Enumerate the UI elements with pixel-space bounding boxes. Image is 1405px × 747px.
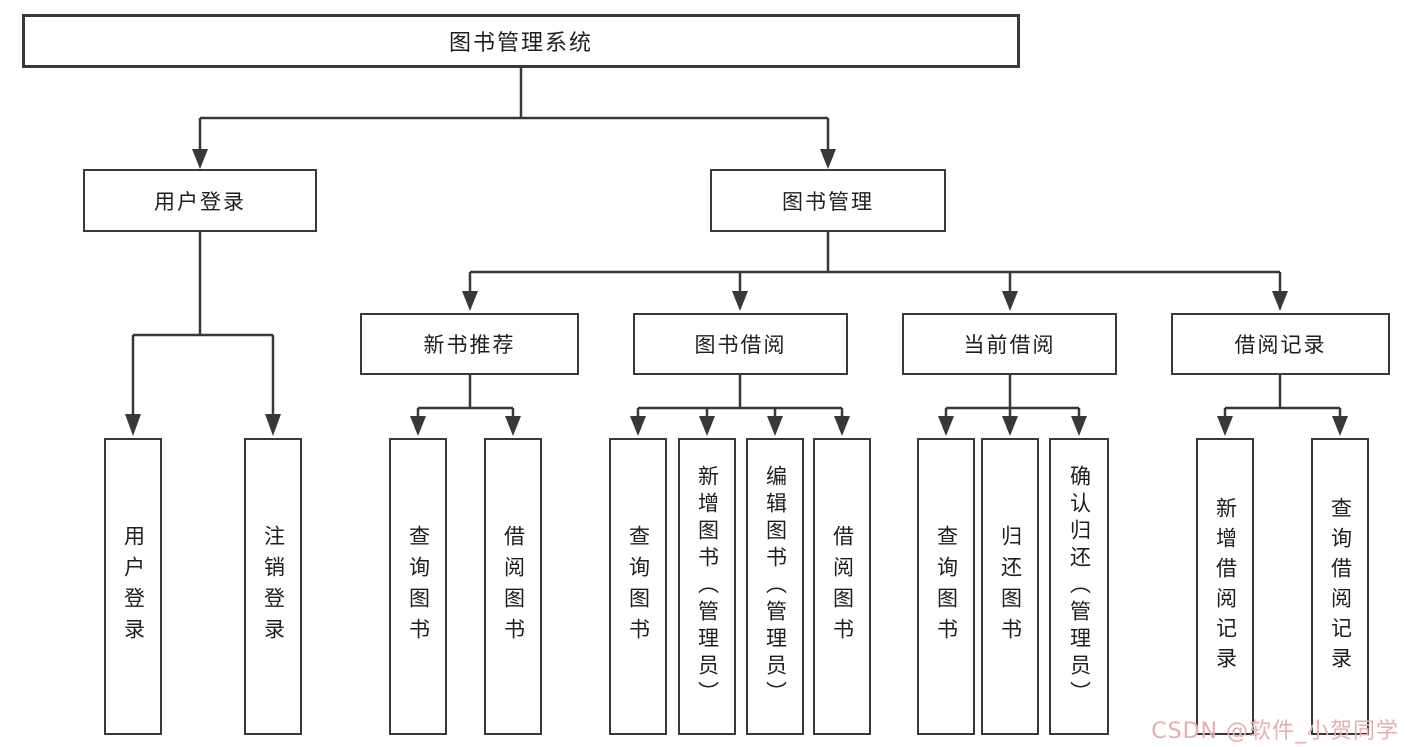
node-current-borrowing: 当前借阅 xyxy=(902,313,1117,375)
node-label: 用户登录 xyxy=(121,524,146,649)
node-label: 查询图书 xyxy=(406,524,431,649)
node-user-login: 用户登录 xyxy=(83,169,317,232)
node-label: 借阅图书 xyxy=(501,524,526,649)
node-book-borrowing: 图书借阅 xyxy=(633,313,848,375)
node-book-management: 图书管理 xyxy=(710,169,946,232)
node-label: 确认归还（管理员） xyxy=(1067,465,1092,708)
leaf-edit-book-admin: 编辑图书（管理员） xyxy=(746,438,804,735)
node-library-management-system: 图书管理系统 xyxy=(22,14,1020,68)
leaf-logout: 注销登录 xyxy=(244,438,302,735)
node-label: 图书管理 xyxy=(782,189,874,214)
node-label: 当前借阅 xyxy=(963,333,1056,357)
node-label: 新增借阅记录 xyxy=(1213,496,1238,677)
watermark: CSDN @软件_小贺同学 xyxy=(1151,719,1399,744)
leaf-user-login: 用户登录 xyxy=(104,438,162,735)
leaf-add-borrow-record: 新增借阅记录 xyxy=(1196,438,1254,735)
node-label: 图书借阅 xyxy=(694,333,787,357)
node-label: 新书推荐 xyxy=(423,333,516,357)
node-label: 归还图书 xyxy=(998,524,1023,649)
node-label: 借阅记录 xyxy=(1234,333,1327,357)
arrowhead-icons xyxy=(125,149,1348,436)
node-label: 编辑图书（管理员） xyxy=(763,465,788,708)
node-label: 注销登录 xyxy=(261,524,286,649)
leaf-borrow-books: 借阅图书 xyxy=(813,438,871,735)
node-label: 查询图书 xyxy=(626,524,651,649)
node-label: 新增图书（管理员） xyxy=(695,465,720,708)
node-label: 借阅图书 xyxy=(830,524,855,649)
leaf-borrow-books-recommend: 借阅图书 xyxy=(484,438,542,735)
leaf-return-book: 归还图书 xyxy=(981,438,1039,735)
node-label: 查询借阅记录 xyxy=(1328,496,1353,677)
leaf-query-books-borrowing: 查询图书 xyxy=(609,438,667,735)
node-label: 用户登录 xyxy=(154,189,246,214)
leaf-query-borrow-record: 查询借阅记录 xyxy=(1311,438,1369,735)
node-label: 查询图书 xyxy=(934,524,959,649)
node-label: 图书管理系统 xyxy=(448,31,593,56)
leaf-query-books-recommend: 查询图书 xyxy=(389,438,447,735)
node-borrowing-records: 借阅记录 xyxy=(1171,313,1390,375)
leaf-confirm-return-admin: 确认归还（管理员） xyxy=(1049,438,1109,735)
leaf-add-book-admin: 新增图书（管理员） xyxy=(678,438,736,735)
leaf-query-books-current: 查询图书 xyxy=(917,438,975,735)
node-new-book-recommend: 新书推荐 xyxy=(360,313,579,375)
